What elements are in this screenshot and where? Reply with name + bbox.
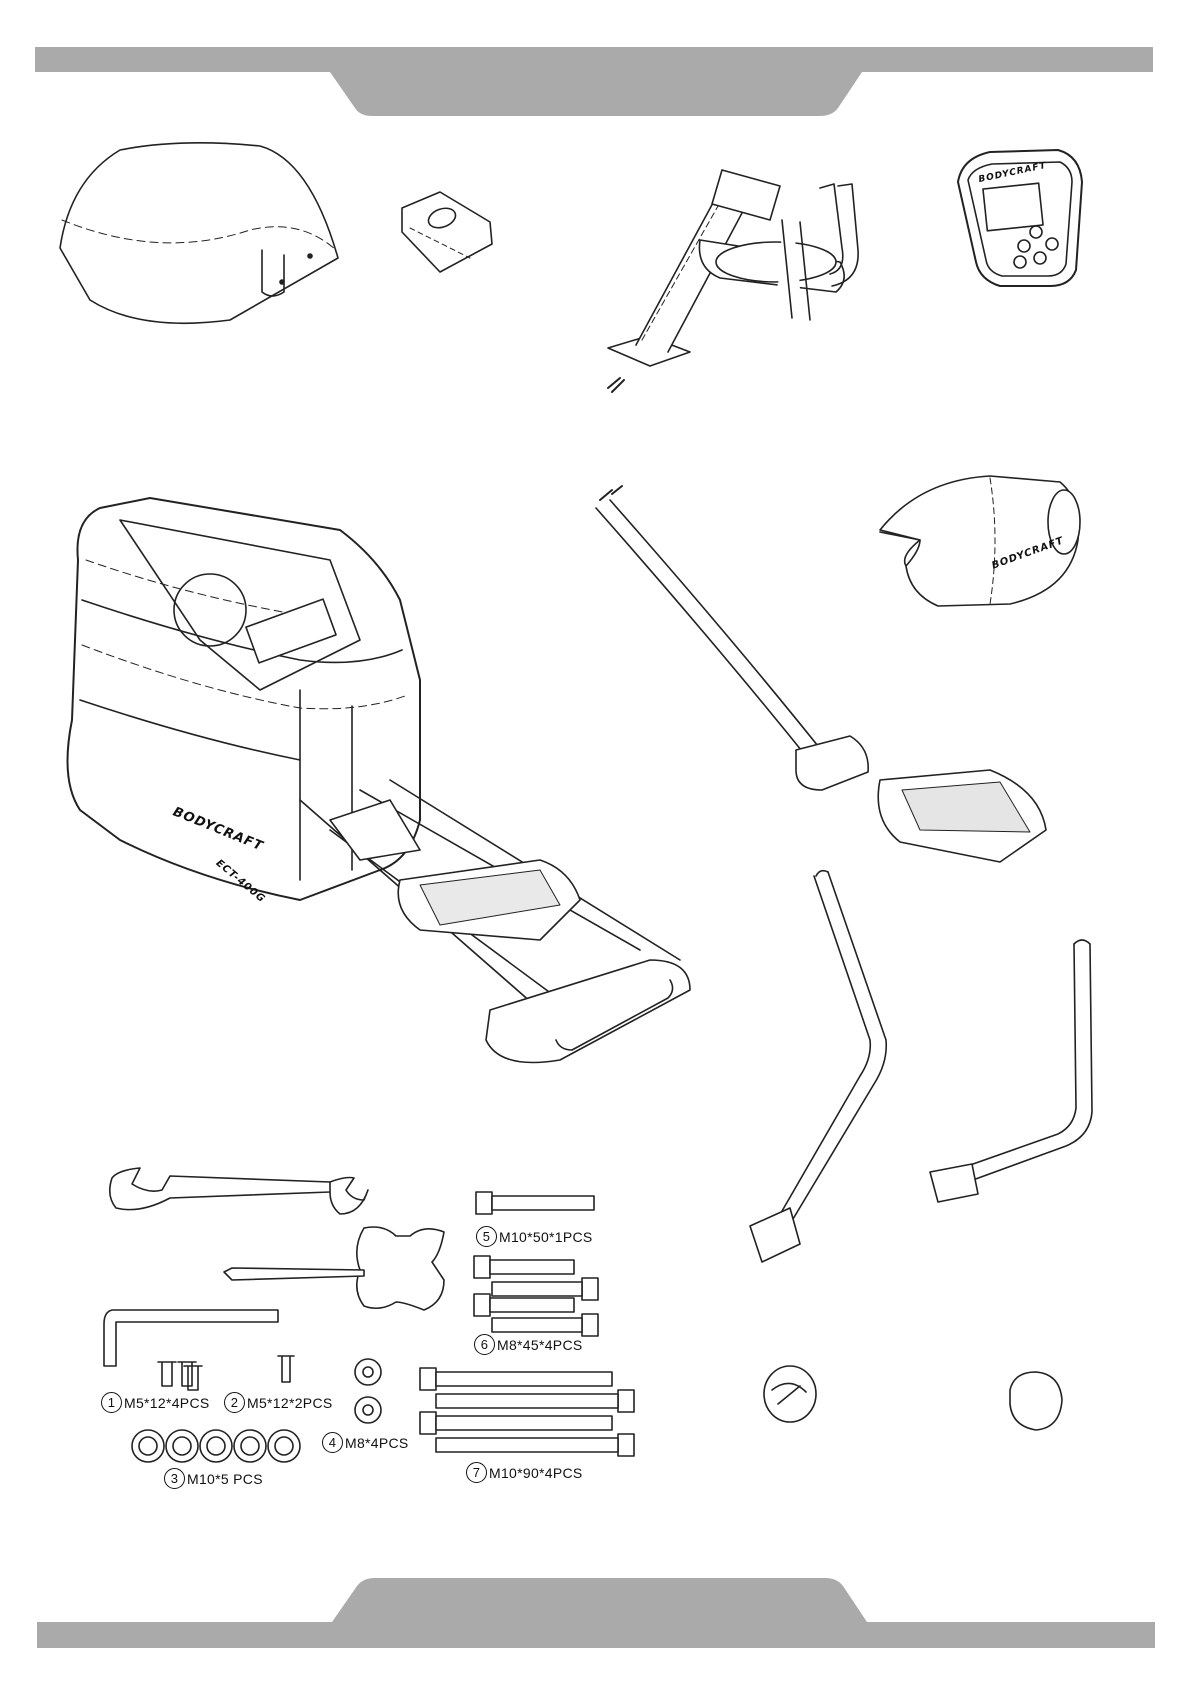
hardware-number-7: 7 [466,1462,487,1483]
hardware-number-6: 6 [474,1334,495,1355]
hardware-label-4: 4 M8*4PCS [322,1432,409,1453]
open-end-wrench [110,1168,368,1214]
multi-wrench [357,1227,444,1310]
hardware-number-5: 5 [476,1226,497,1247]
end-cap-part [1010,1372,1062,1430]
hardware-spec-5: M10*50*1PCS [499,1229,593,1245]
hardware-number-2: 2 [224,1392,245,1413]
hardware-number-4: 4 [322,1432,343,1453]
bolt-group-5 [476,1192,594,1214]
washer-group-4 [355,1359,381,1423]
small-cover-part [402,192,492,272]
hardware-label-7: 7 M10*90*4PCS [466,1462,583,1483]
bolt-group-1 [158,1362,202,1390]
hardware-label-1: 1 M5*12*4PCS [101,1392,210,1413]
hardware-label-2: 2 M5*12*2PCS [224,1392,333,1413]
console-cover-part [60,143,338,323]
hardware-spec-1: M5*12*4PCS [124,1395,210,1411]
hardware-number-1: 1 [101,1392,122,1413]
hardware-spec-4: M8*4PCS [345,1435,409,1451]
hardware-spec-3: M10*5 PCS [187,1471,263,1487]
hardware-spec-7: M10*90*4PCS [489,1465,583,1481]
hardware-number-3: 3 [164,1468,185,1489]
hardware-label-3: 3 M10*5 PCS [164,1468,263,1489]
nut-group-3 [132,1430,300,1462]
bolt-group-6 [474,1256,598,1336]
right-handlebar-part [930,940,1092,1202]
screwdriver [224,1268,364,1280]
elliptical-main-frame [68,498,691,1063]
hardware-label-6: 6 M8*45*4PCS [474,1334,583,1355]
bolt-group-7 [420,1368,634,1456]
console-mast-part [608,170,858,392]
allen-key [104,1310,278,1366]
hardware-label-5: 5 M10*50*1PCS [476,1226,593,1247]
left-handlebar-part [750,871,886,1262]
hardware-spec-2: M5*12*2PCS [247,1395,333,1411]
pivot-cap-part [764,1366,816,1422]
bolt-group-2 [278,1356,294,1382]
hardware-spec-6: M8*45*4PCS [497,1337,583,1353]
